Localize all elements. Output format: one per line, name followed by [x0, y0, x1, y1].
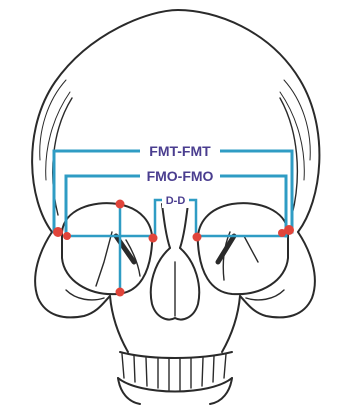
nasal-bridge [162, 204, 188, 248]
d-d-label: D-D [166, 195, 186, 207]
teeth-upper-row [122, 354, 226, 390]
orbit-right-detail [223, 232, 258, 280]
landmark-dacryon-right [193, 233, 202, 242]
zygoma-right [240, 232, 315, 317]
landmarks [53, 200, 294, 297]
landmark-fmt-left [53, 227, 63, 237]
zygoma-left [35, 232, 110, 317]
cheek-right-inner [246, 290, 284, 300]
fmo-fmo-label: FMO-FMO [147, 168, 214, 184]
orbit-right [198, 203, 288, 294]
maxilla-right [222, 296, 240, 352]
landmark-orbit-bottom [116, 288, 125, 297]
landmark-fmo-left [63, 232, 71, 240]
maxilla-left [110, 296, 128, 352]
landmark-dacryon-left [149, 234, 158, 243]
temporal-line-right [280, 98, 297, 215]
fmt-fmt-label: FMT-FMT [149, 143, 211, 159]
fmt-fmt-line [54, 151, 292, 232]
cheek-left-inner [66, 290, 104, 300]
temporal-line-left [53, 98, 72, 215]
maxilla-lower [120, 352, 232, 358]
vault-shading-right [280, 80, 310, 180]
landmark-fmo-right [278, 229, 286, 237]
landmark-orbit-top [116, 200, 125, 209]
orbit-right-fissure [218, 236, 234, 262]
